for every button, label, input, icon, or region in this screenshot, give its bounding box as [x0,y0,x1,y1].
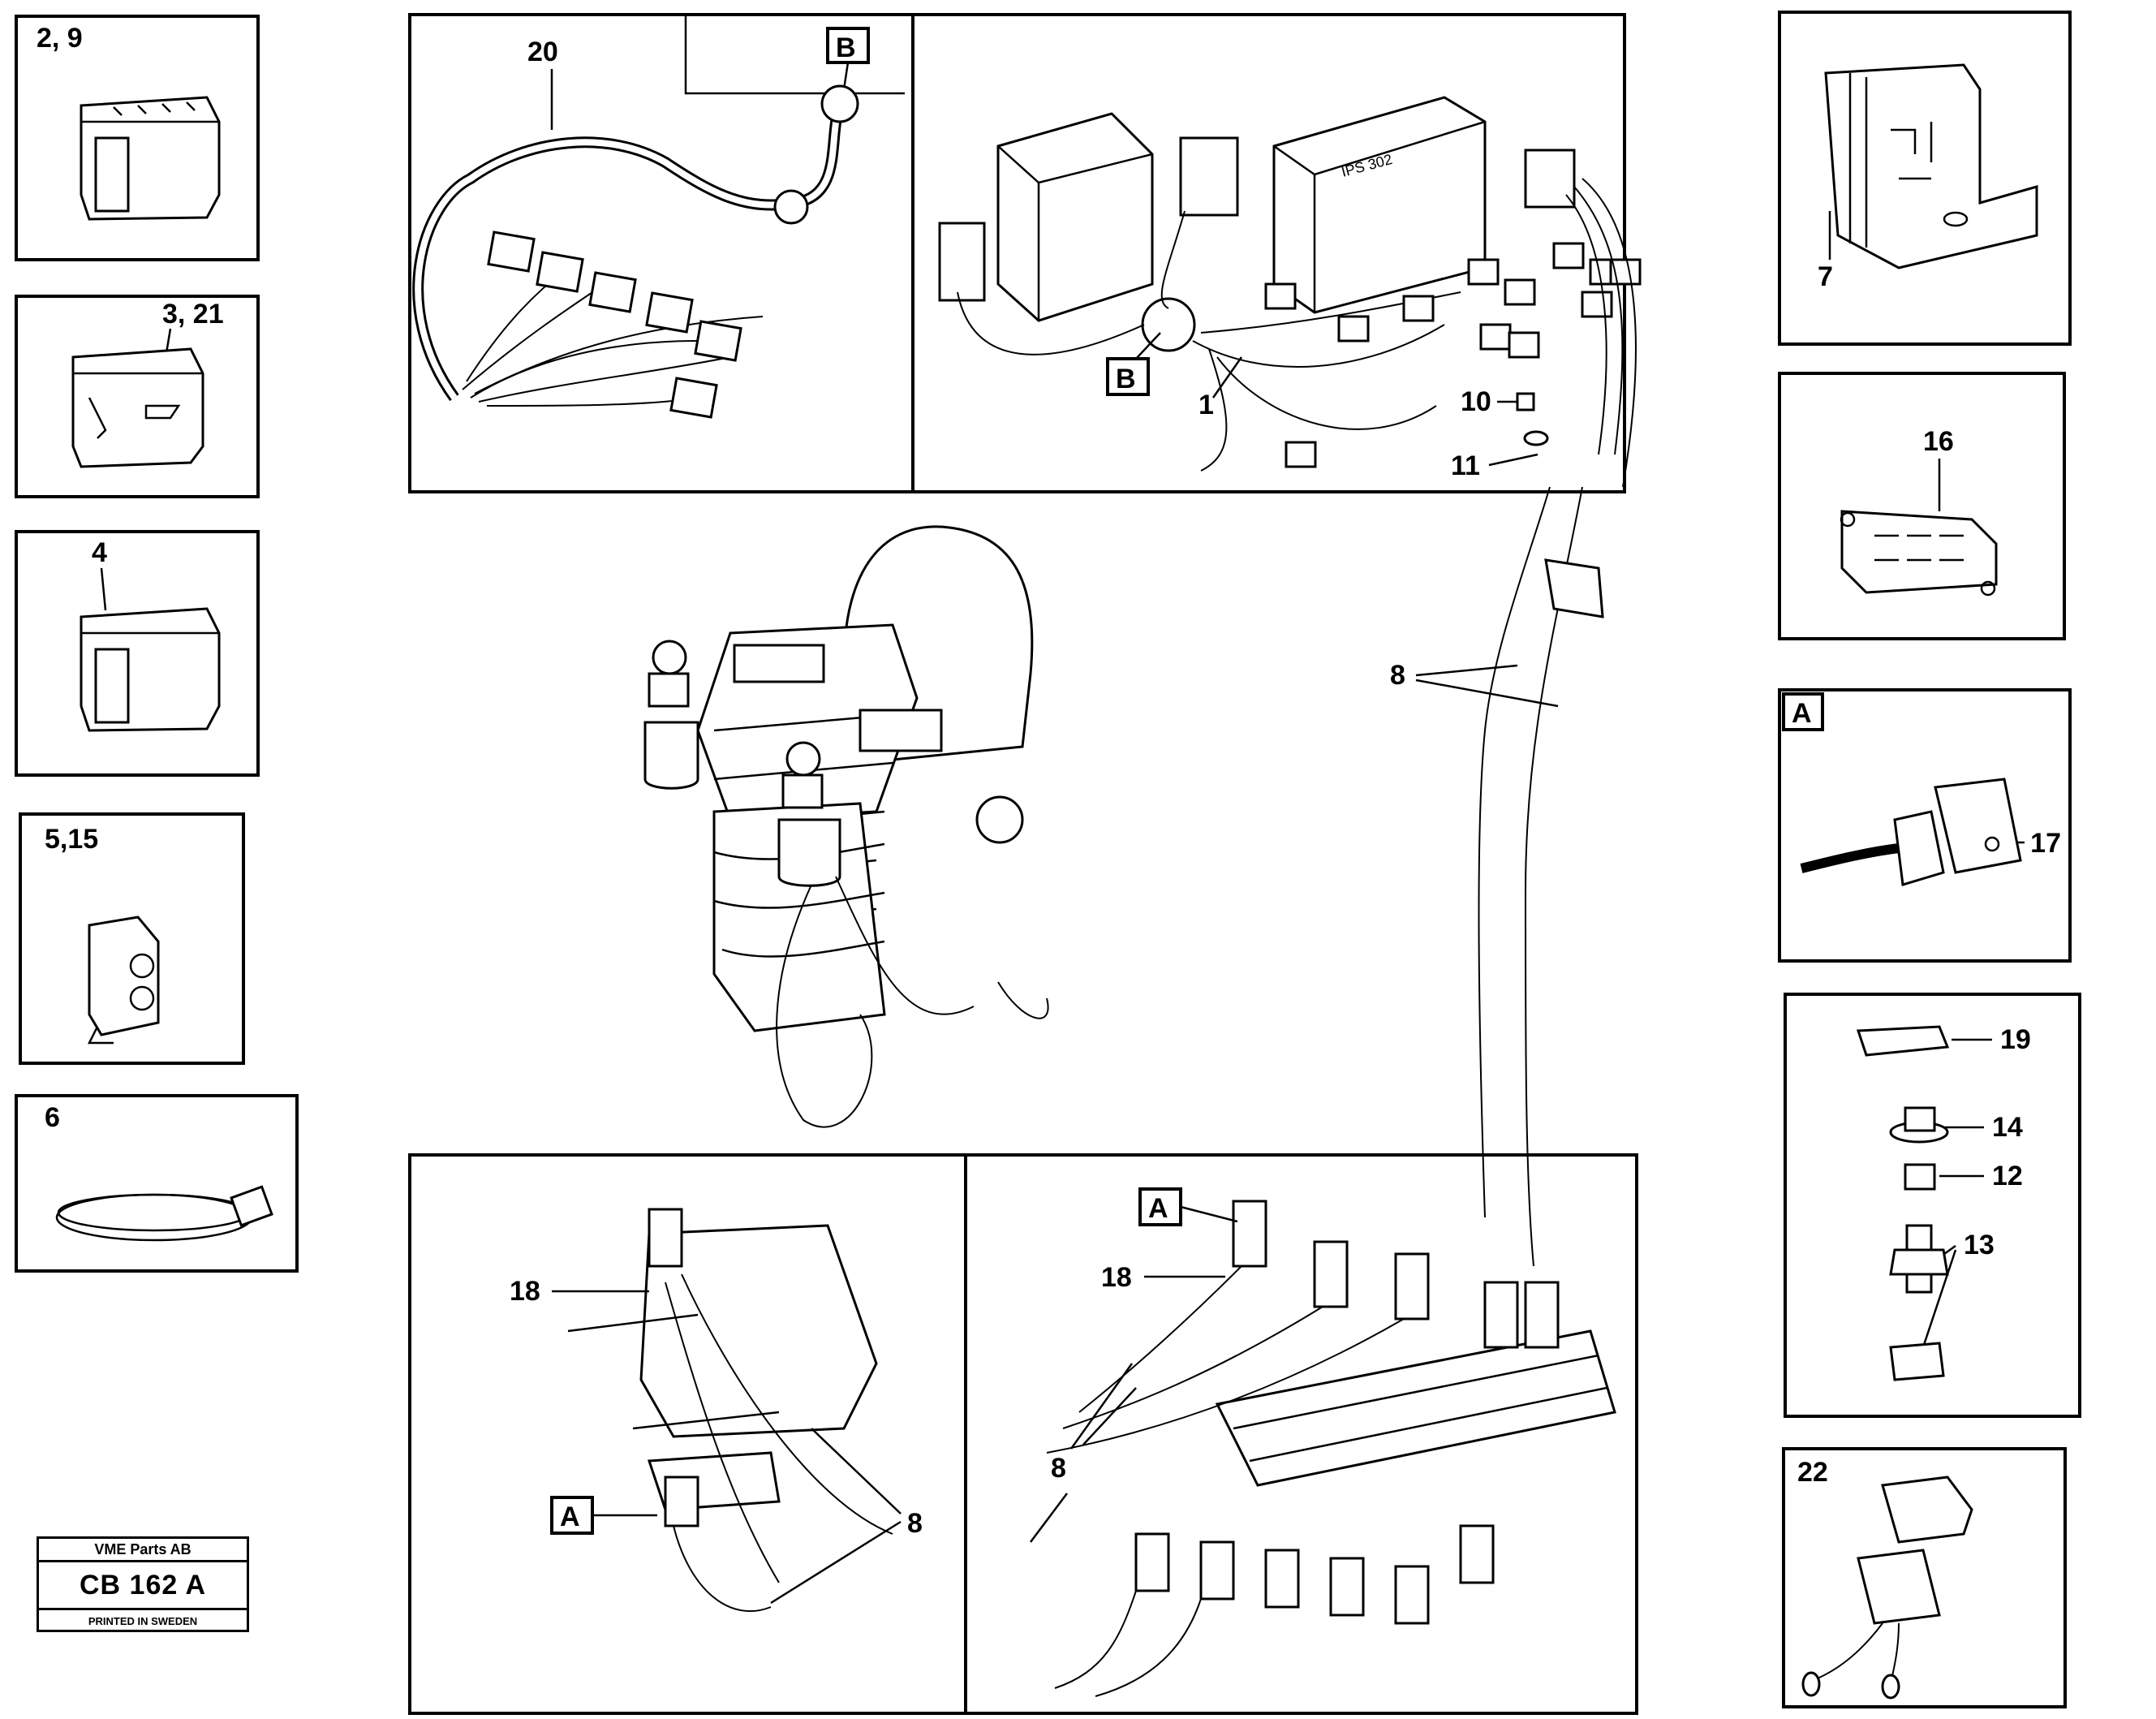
stamp-code: CB 162 A [39,1562,247,1610]
valve-bank-right [1046,486,1616,1697]
part-label-13: 13 [1964,1230,1995,1260]
connector-label-a-left: A [560,1501,580,1532]
multi-pin-connector-icon [1840,510,1998,597]
valve-panel-bottom: 18 A 8 A 18 [408,486,1638,1715]
part-label-10: 10 [1461,386,1491,417]
detail-box-19-14-12-13: 19 14 12 13 [1784,993,2081,1418]
part-label-8-right: 8 [1051,1453,1066,1484]
relay-socket-icon [80,96,221,221]
connector-label-a-right: A [1148,1193,1168,1224]
control-units: IPS 302 [938,96,1642,488]
title-block-stamp: VME Parts AB CB 162 A PRINTED IN SWEDEN [37,1536,249,1632]
part-label-18-right: 18 [1101,1262,1132,1293]
part-label-17: 17 [2030,828,2061,859]
harness-panel-top: 20 B I [408,13,1642,493]
detail-box-22: 22 [1782,1447,2067,1708]
stamp-printed: PRINTED IN SWEDEN [88,1615,198,1627]
detail-box-A: A 17 [1778,688,2072,963]
part-label-2-9: 2, 9 [37,23,83,54]
part-label-19: 19 [2000,1024,2031,1055]
connector-label-b: B [1116,364,1136,394]
part-label-7: 7 [1818,261,1833,292]
part-label-18-left: 18 [510,1276,540,1307]
detail-box-16: 16 [1778,372,2066,640]
relay-base-icon [71,347,204,468]
detail-box-2-9: 2, 9 [15,15,260,261]
part-label-3-21: 3, 21 [162,299,224,330]
stamp-company: VME Parts AB [39,1539,247,1562]
part-label-20: 20 [527,37,558,67]
detail-box-5-15: 5,15 [19,812,245,1065]
harness-20-connectors [487,230,742,419]
detail-box-3-21: 3, 21 [15,295,260,498]
connector-clip-icon [87,916,160,1045]
detail-box-4: 4 [15,530,260,777]
cable-harness-20 [412,84,859,419]
connector-label-b-top: B [836,32,856,63]
part-label-1: 1 [1198,390,1214,420]
solenoid-plug-icon [1800,778,2022,886]
part-label-4: 4 [92,537,107,568]
part-label-5-15: 5,15 [45,824,98,855]
diode-connector-icon [1801,1476,1973,1700]
cable-tie-icon [55,1185,273,1242]
detail-label-a: A [1792,698,1812,729]
detail-box-7: 7 [1778,11,2072,346]
part-label-8-harness: 8 [1390,660,1405,691]
valve-block-left [567,1208,893,1612]
part-label-22: 22 [1797,1457,1828,1488]
part-label-14: 14 [1992,1112,2023,1143]
part-label-11: 11 [1451,450,1480,481]
part-label-16: 16 [1923,426,1954,457]
relay-socket-icon-4 [80,607,221,732]
part-label-12: 12 [1992,1161,2023,1191]
part-label-8-left: 8 [907,1508,923,1539]
part-label-6: 6 [45,1102,60,1133]
operator-seat [643,525,1049,1128]
relay-bracket-icon [1824,63,2038,269]
detail-box-6: 6 [15,1094,299,1273]
